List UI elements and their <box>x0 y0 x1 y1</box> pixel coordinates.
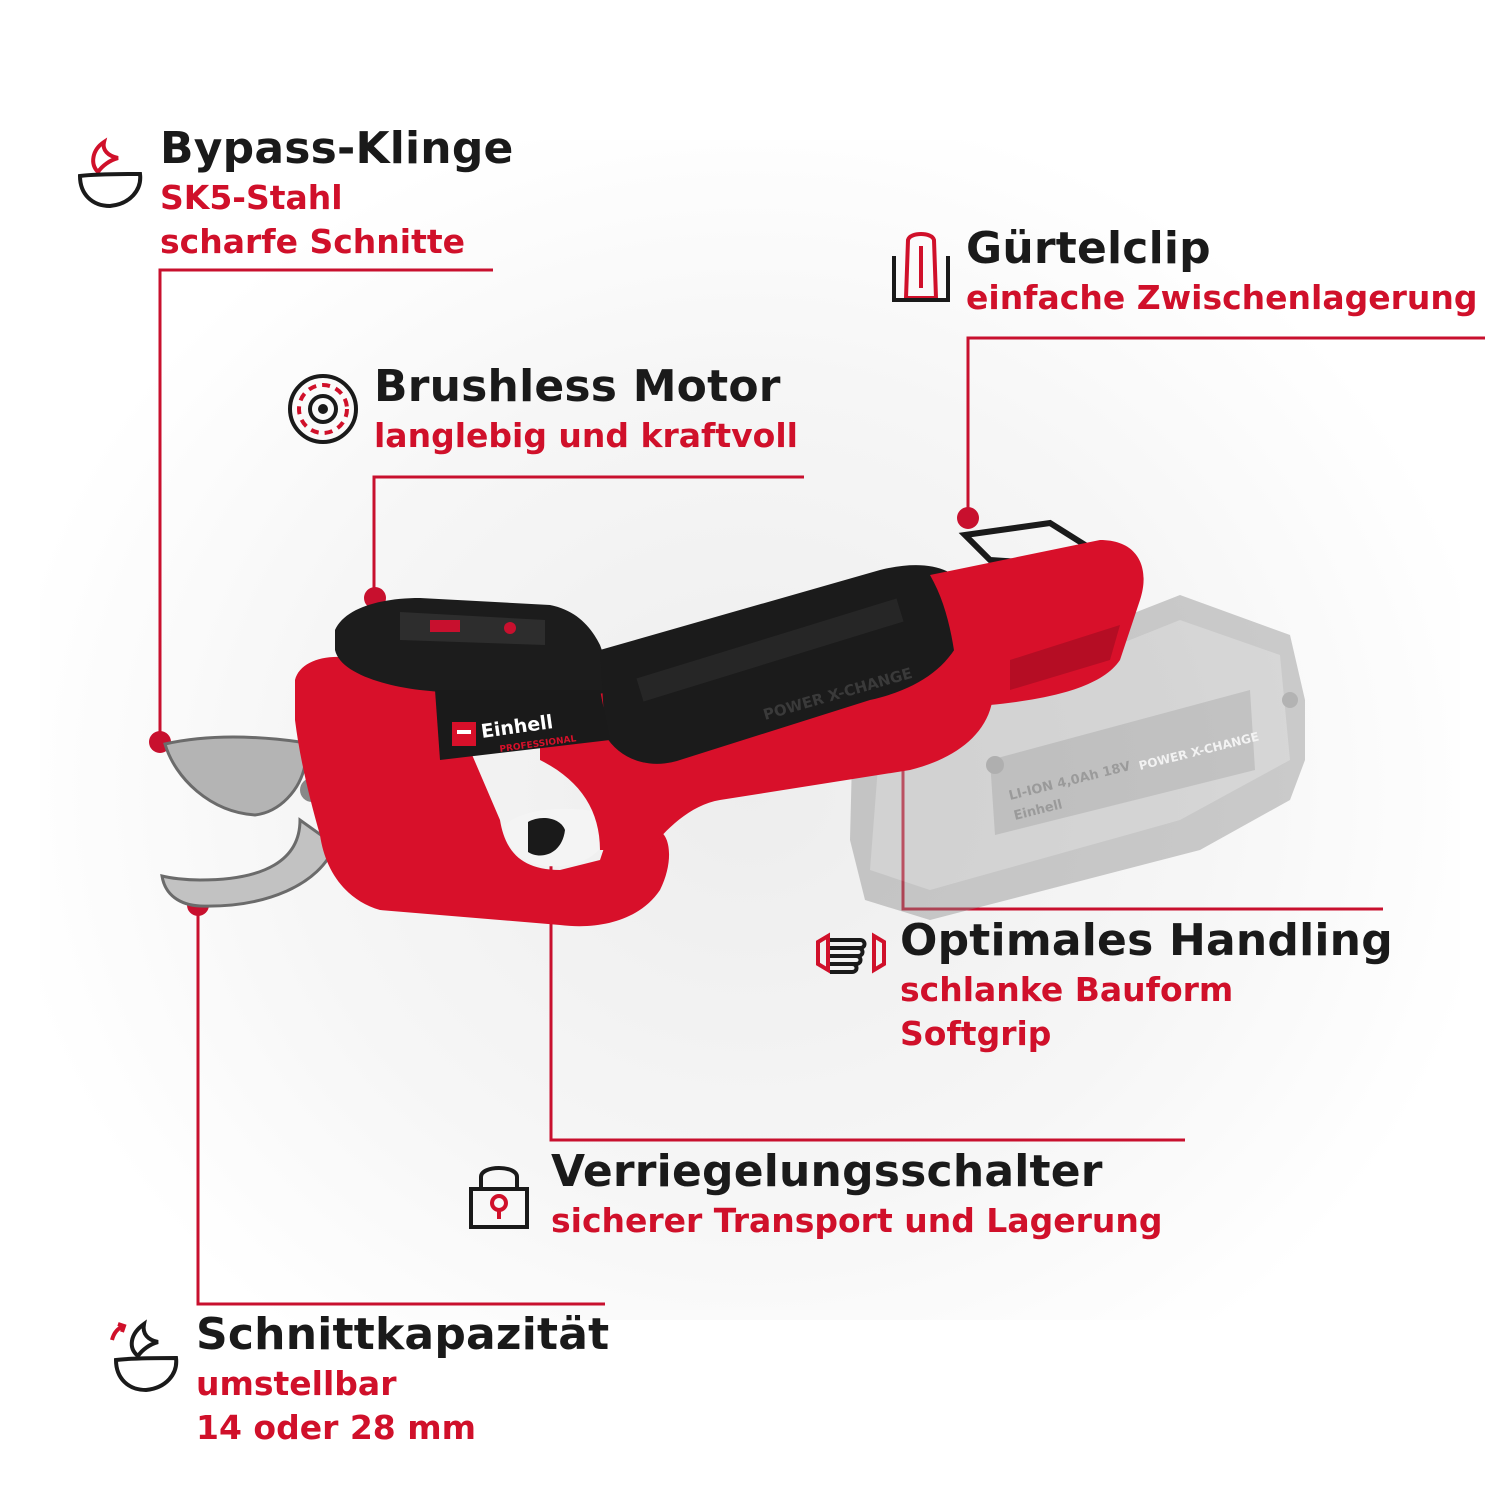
battery-pack: LI-ION 4,0Ah 18V Einhell POWER X-CHANGE <box>850 595 1305 920</box>
callout-title: Schnittkapazität <box>196 1309 610 1360</box>
trigger-button <box>528 818 565 856</box>
callout-title: Gürtelclip <box>966 223 1211 274</box>
callout-lock-switch: Verriegelungsschalter sicherer Transport… <box>469 1145 1163 1243</box>
callout-title: Bypass-Klinge <box>160 123 514 174</box>
callout-bypass-blade: Bypass-Klinge SK5-Stahl scharfe Schnitte <box>77 122 514 264</box>
callout-title: Verriegelungsschalter <box>551 1146 1103 1197</box>
upper-blade <box>163 735 307 817</box>
lower-blade <box>160 817 337 908</box>
anchor-dot-clip <box>957 507 979 529</box>
padlock-icon <box>469 1166 529 1229</box>
leader-clip <box>966 336 1485 518</box>
callout-line: Softgrip <box>900 1014 1052 1053</box>
leader-cut <box>196 905 605 1306</box>
leader-lock <box>549 849 1185 1142</box>
pruning-shears-illustration: LI-ION 4,0Ah 18V Einhell POWER X-CHANGE … <box>160 519 1305 927</box>
callout-line: einfache Zwischenlagerung <box>966 278 1478 317</box>
callout-line: 14 oder 28 mm <box>196 1408 477 1447</box>
hand-grip-icon <box>816 932 886 974</box>
leader-motor <box>372 475 804 598</box>
callout-cut-capacity: Schnittkapazität umstellbar 14 oder 28 m… <box>110 1308 610 1450</box>
callout-title: Optimales Handling <box>900 915 1393 966</box>
blade-icon <box>77 137 143 209</box>
callout-optimal-handling: Optimales Handling schlanke Bauform Soft… <box>816 914 1393 1056</box>
callout-brushless-motor: Brushless Motor langlebig und kraftvoll <box>288 360 798 458</box>
leader-blade <box>158 268 493 742</box>
callout-line: scharfe Schnitte <box>160 222 466 261</box>
callout-line: umstellbar <box>196 1364 397 1403</box>
red-head-housing <box>295 656 670 927</box>
brand-badge: Einhell PROFESSIONAL <box>435 690 610 760</box>
motor-icon <box>288 374 358 444</box>
callout-title: Brushless Motor <box>374 361 781 412</box>
callout-line: sicherer Transport und Lagerung <box>551 1201 1163 1240</box>
cut-capacity-icon <box>110 1319 179 1393</box>
callout-belt-clip: Gürtelclip einfache Zwischenlagerung <box>892 222 1478 320</box>
callout-line: langlebig und kraftvoll <box>374 416 798 455</box>
callout-line: SK5-Stahl <box>160 178 343 217</box>
belt-clip-icon <box>892 232 950 302</box>
callout-line: schlanke Bauform <box>900 970 1234 1009</box>
